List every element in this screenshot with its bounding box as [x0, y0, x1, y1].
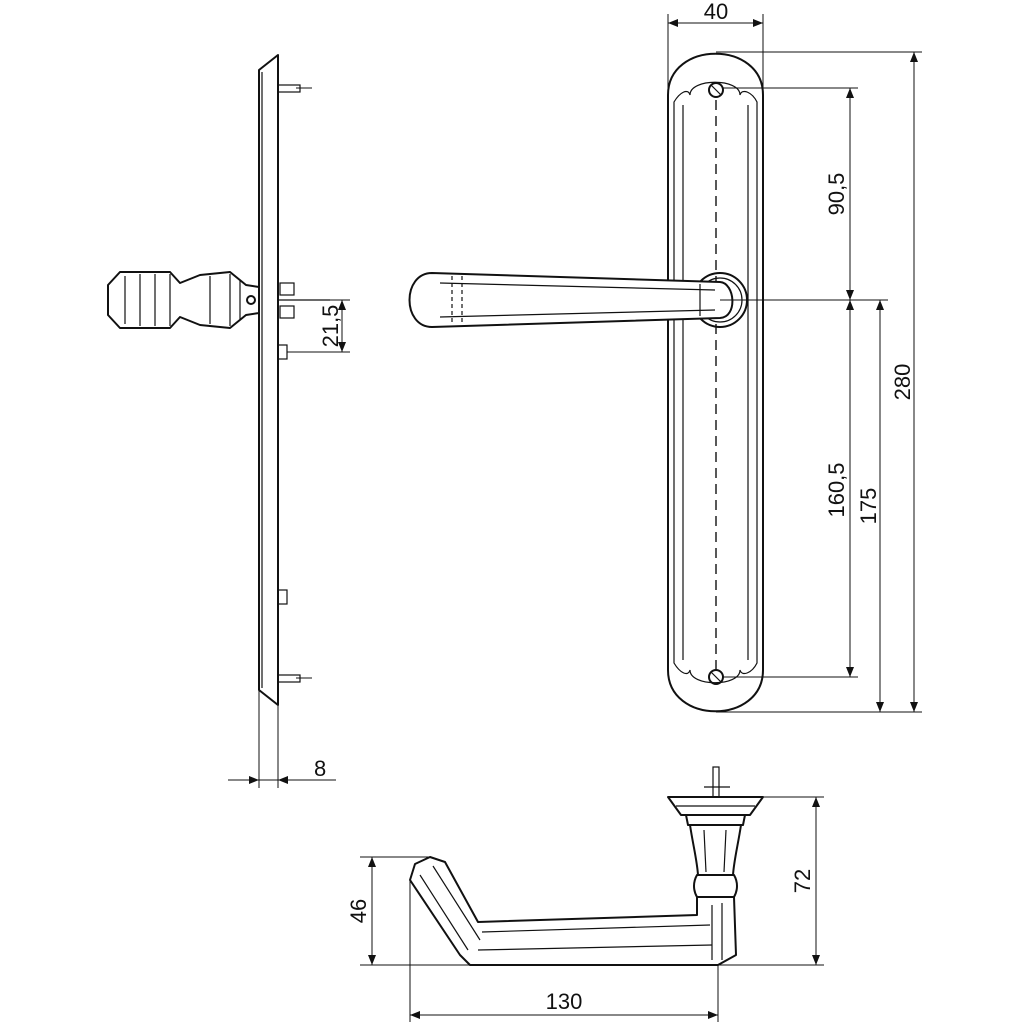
upper-lug: [277, 344, 288, 360]
label-side-offset: 21,5: [318, 305, 343, 348]
bottom-screw-hole: [708, 669, 724, 685]
side-set-screw: [246, 295, 256, 305]
top-view: 72 46 130: [346, 766, 824, 1022]
label-bottom-hole: 160,5: [824, 462, 849, 517]
dimension-bottom-hole: 160,5: [824, 300, 854, 677]
label-lever-height: 46: [346, 899, 371, 923]
dimension-lever-projection: 72: [790, 797, 820, 965]
label-lever-length: 130: [546, 989, 583, 1014]
handle-neck: [689, 824, 742, 876]
label-plate-width: 40: [704, 0, 728, 24]
dimension-plate-height: 280: [890, 52, 918, 712]
front-lever: [408, 272, 734, 328]
spindle: [712, 766, 720, 798]
dimension-lever-height: 46: [346, 857, 376, 965]
side-handle: [107, 271, 260, 329]
spindle-block-lower: [279, 305, 295, 319]
front-backplate: [667, 52, 764, 713]
top-rosette: [667, 796, 764, 816]
dimension-top-hole: 90,5: [824, 88, 854, 300]
lower-lug: [277, 589, 288, 605]
top-screw-hole: [708, 82, 724, 98]
label-top-hole: 90,5: [824, 173, 849, 216]
label-plate-bottom: 175: [856, 488, 881, 525]
spindle-block-upper: [279, 282, 295, 296]
label-plate-thickness: 8: [314, 756, 326, 781]
dimension-plate-thickness: 8: [228, 690, 336, 788]
front-backplate-bevel: [673, 81, 758, 684]
dimension-plate-bottom: 175: [856, 300, 884, 712]
front-view: 40 90,5 160,5 175: [408, 0, 922, 713]
dimension-lever-length: 130: [410, 989, 718, 1019]
top-lever: [409, 856, 737, 966]
side-view: 21,5 8: [107, 54, 350, 788]
label-plate-height: 280: [890, 364, 915, 401]
dimension-side-offset: 21,5: [287, 299, 350, 353]
label-lever-projection: 72: [790, 869, 815, 893]
dimension-plate-width: 40: [667, 0, 764, 95]
